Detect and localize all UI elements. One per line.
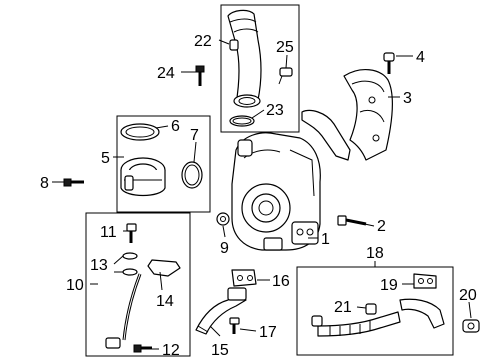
- callout-23: 23: [266, 102, 284, 119]
- drain-tube-15-part: [195, 287, 247, 335]
- bolt-17-part: [229, 317, 240, 334]
- callout-2: 2: [377, 218, 386, 235]
- callout-3: 3: [403, 90, 412, 107]
- callout-25: 25: [276, 39, 294, 56]
- gasket-19-part: [413, 273, 437, 289]
- bolt-4-part: [383, 52, 395, 74]
- callout-15: 15: [211, 342, 229, 359]
- callout-6: 6: [171, 118, 180, 135]
- intake-tube-part: [227, 9, 262, 108]
- bolt-12-part: [133, 344, 152, 353]
- callout-21: 21: [334, 299, 352, 316]
- bolt-8-part: [63, 178, 84, 187]
- heat-shield-part: [343, 69, 394, 161]
- callout-5: 5: [101, 150, 110, 167]
- callout-10: 10: [66, 277, 84, 294]
- callout-16: 16: [272, 273, 290, 290]
- drain-gasket-16-part: [231, 269, 257, 287]
- callout-24: 24: [157, 65, 175, 82]
- bolt-20-part: [462, 319, 480, 333]
- seal-ring-6-part: [120, 123, 160, 141]
- callout-22: 22: [194, 33, 212, 50]
- callout-1: 1: [321, 231, 330, 248]
- washer-13a-part: [122, 252, 138, 260]
- callout-14: 14: [156, 293, 174, 310]
- callout-13: 13: [90, 257, 108, 274]
- hose-assembly-18-part: [317, 298, 445, 337]
- bolt-24-part: [195, 65, 205, 86]
- exhaust-gasket-part: [301, 109, 351, 161]
- callout-20: 20: [459, 287, 477, 304]
- bolt-11-part: [126, 223, 137, 243]
- callout-17: 17: [259, 324, 277, 341]
- callout-9: 9: [220, 240, 229, 257]
- callout-7: 7: [190, 127, 199, 144]
- callout-12: 12: [162, 342, 180, 359]
- callout-19: 19: [380, 277, 398, 294]
- group-frame-10: [85, 212, 191, 357]
- clamp-21-part: [311, 303, 377, 327]
- callout-8: 8: [40, 175, 49, 192]
- oil-feed-line-part: [105, 259, 181, 349]
- sensor-25-part: [278, 67, 293, 85]
- callout-11: 11: [100, 224, 117, 241]
- flange-adapter-part: [120, 157, 166, 197]
- washer-13b-part: [122, 268, 138, 276]
- group-frame-5: [116, 115, 211, 213]
- leader-lines: [52, 39, 472, 350]
- callout-4: 4: [416, 49, 425, 66]
- callout-18: 18: [366, 245, 384, 262]
- group-frame-22-25: [220, 4, 300, 133]
- turbocharger-part: [231, 132, 321, 251]
- plug-9-part: [216, 212, 230, 226]
